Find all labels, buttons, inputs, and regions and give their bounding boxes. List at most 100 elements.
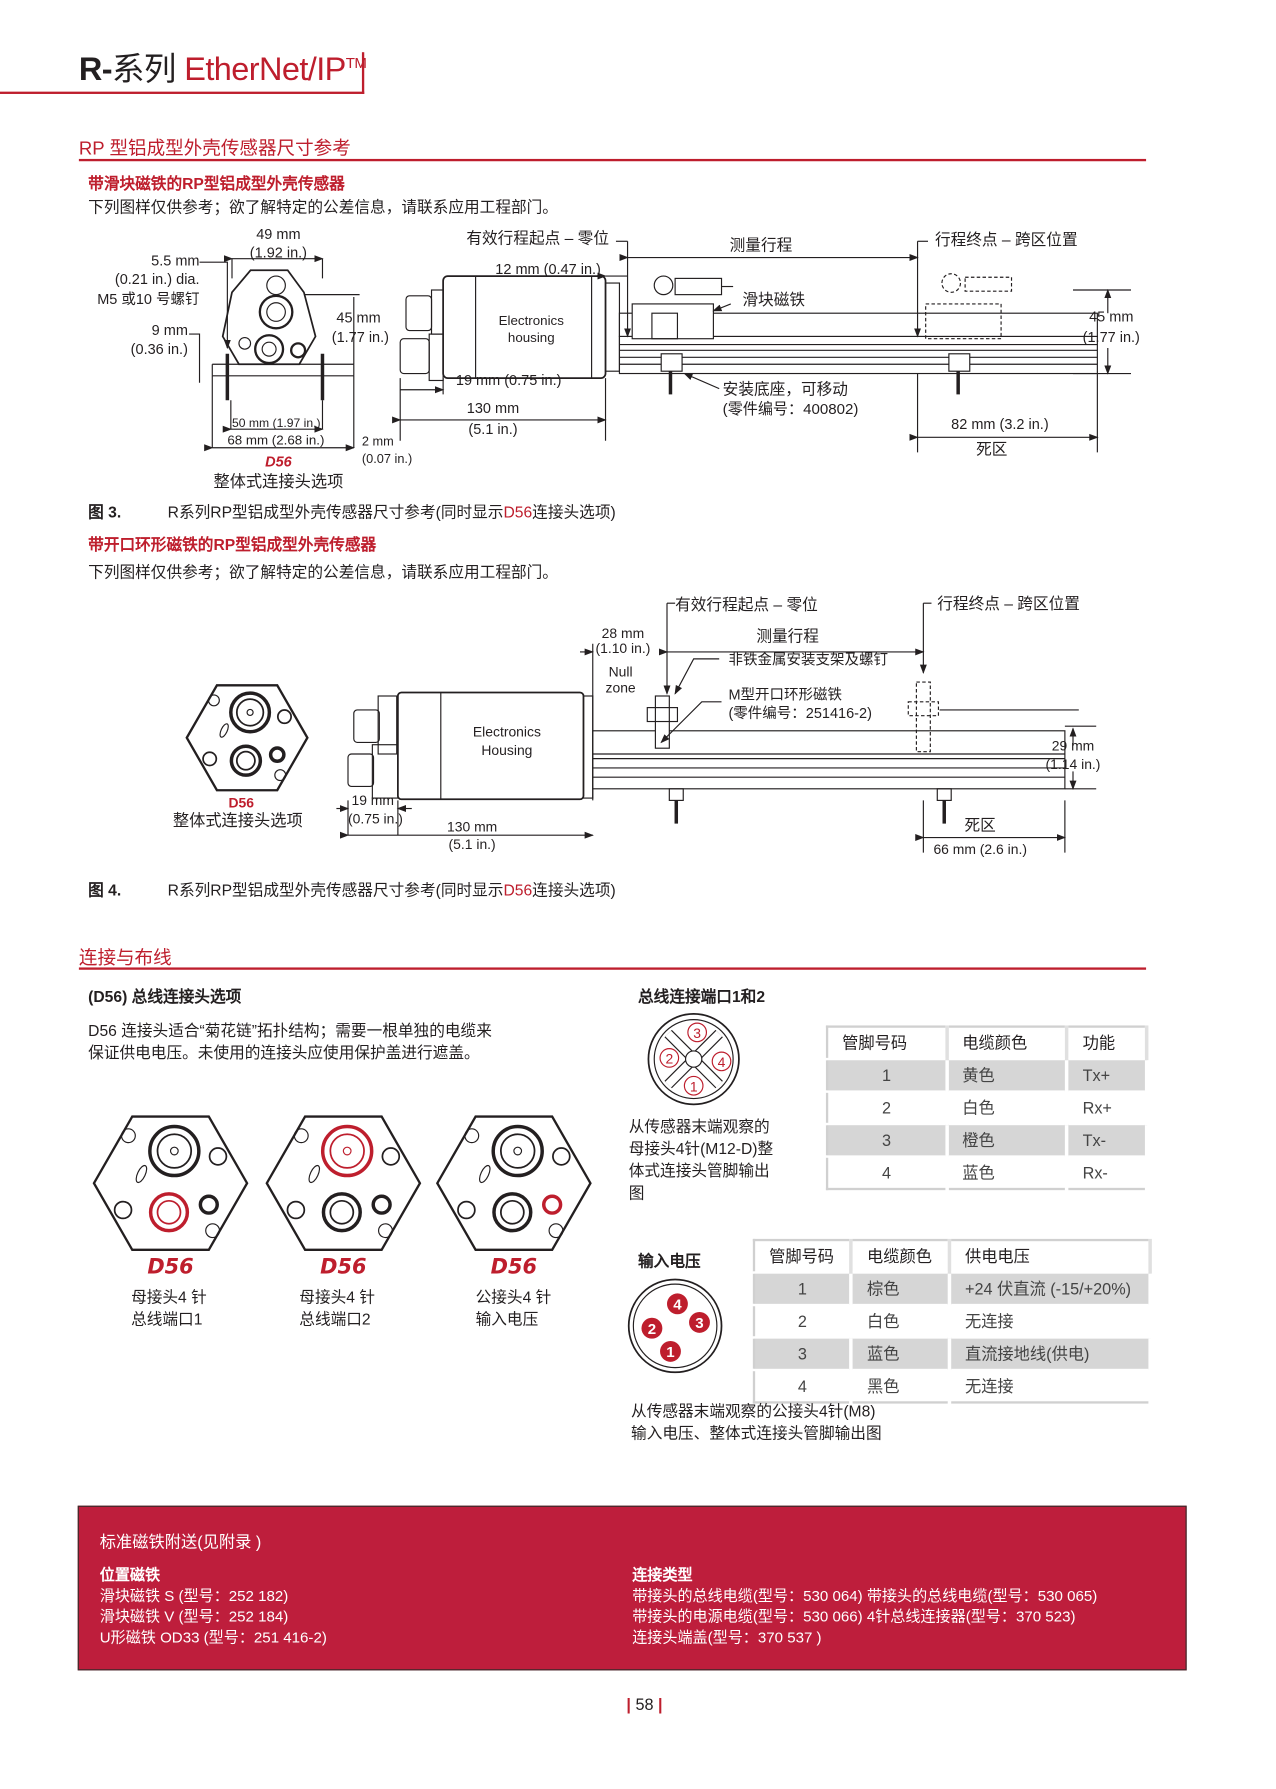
section-title-dimensions: RP 型铝成型外壳传感器尺寸参考 — [78, 139, 351, 159]
color-cell: 棕色 — [851, 1271, 952, 1305]
bus-pinout-diagram — [647, 1012, 740, 1106]
hex-housing — [92, 1115, 249, 1251]
m8-connector-icon — [541, 1194, 563, 1215]
connector-label-line: 母接头4 针 — [299, 1288, 375, 1307]
connector-label: 公接头4 针输入电压 — [476, 1286, 552, 1330]
pin-2-label: 2 — [665, 1051, 673, 1067]
housing-label: Electronics — [473, 724, 541, 740]
voltage-cell: 直流接地线(供电) — [949, 1336, 1152, 1370]
dim-label: 45 mm — [336, 310, 380, 326]
function-cell: Tx+ — [1066, 1057, 1149, 1092]
bus-connector-inner — [156, 1199, 182, 1225]
voltage-cell: +24 伏直流 (-15/+20%) — [949, 1271, 1152, 1305]
fig3-caption-tail: 连接头选项) — [532, 503, 616, 521]
fig3-caption-d56: D56 — [503, 503, 533, 521]
m12-connector-inner — [156, 1133, 193, 1169]
m12-connector-icon — [229, 691, 272, 734]
m12-connector-inner — [499, 1133, 536, 1169]
dim-label: 19 mm (0.75 in.) — [456, 373, 562, 389]
fig3-caption: 图 3.R系列RP型铝成型外壳传感器尺寸参考(同时显示D56连接头选项) — [88, 499, 616, 522]
bus-connector-inner — [235, 750, 256, 771]
housing-label: housing — [508, 330, 555, 345]
dim-label: 12 mm (0.47 in.) — [495, 262, 601, 278]
connector-face-power-input — [435, 1115, 592, 1251]
null-zone-label: Null — [609, 663, 633, 679]
housing-label: Housing — [481, 742, 532, 758]
fig3-note: 下列图样仅供参考；欲了解特定的公差信息，请联系应用工程部门。 — [88, 198, 558, 216]
page-number-value: 58 — [635, 1694, 654, 1714]
color-cell: 橙色 — [946, 1122, 1069, 1157]
col-header: 电缆颜色 — [851, 1240, 952, 1273]
page-header: R-系列 EtherNet/IPTM — [79, 44, 367, 90]
protocol-name: EtherNet/IP — [184, 51, 346, 87]
slot-icon — [219, 723, 229, 738]
connector-code: D56 — [320, 1255, 367, 1280]
connector-card: D56 — [285, 1255, 401, 1279]
fig4-end-view — [185, 684, 309, 792]
col-header: 供电电压 — [949, 1240, 1152, 1273]
table-header-row: 管脚号码电缆颜色功能 — [827, 1026, 1149, 1060]
measuring-stroke-label: 测量行程 — [756, 627, 819, 645]
col-header: 管脚号码 — [754, 1240, 854, 1273]
dim-label: (5.1 in.) — [468, 422, 517, 438]
m12-connector-center — [342, 1146, 352, 1156]
dim-label: 5.5 mm — [151, 254, 199, 270]
table-header-row: 管脚号码电缆颜色供电电压 — [754, 1240, 1152, 1273]
connector-card: D56 — [113, 1255, 229, 1279]
connection-item: 连接头端盖(型号：370 537 ) — [632, 1628, 822, 1647]
bus-connector-icon — [492, 1192, 533, 1233]
connector-label-line: 总线端口1 — [131, 1310, 203, 1329]
dim-label: (0.75 in.) — [348, 811, 403, 827]
m12-connector-center — [513, 1146, 523, 1156]
col-header: 功能 — [1066, 1026, 1149, 1060]
m12-connector-icon — [148, 1124, 201, 1178]
color-cell: 白色 — [851, 1303, 952, 1338]
magnet-item: U形磁铁 OD33 (型号：251 416-2) — [99, 1628, 327, 1647]
infobox-title: 标准磁铁附送(见附录 ) — [99, 1532, 262, 1551]
stroke-start-label: 有效行程起点 – 零位 — [466, 230, 609, 248]
screw-icon — [205, 1223, 221, 1239]
bus-connector-icon — [321, 1192, 362, 1233]
dim-label: 82 mm (3.2 in.) — [951, 417, 1049, 433]
dim-label: (0.07 in.) — [362, 451, 412, 466]
dim-label: (1.92 in.) — [250, 246, 307, 262]
m12-connector-center — [246, 708, 254, 717]
section-rule — [78, 158, 1147, 161]
power-pinout-desc: 从传感器末端观察的公接头4针(M8) 输入电压、整体式连接头管脚输出图 — [631, 1400, 882, 1444]
pin-1-label: 1 — [666, 1344, 674, 1361]
stroke-start-label: 有效行程起点 – 零位 — [675, 596, 818, 614]
d56-label: D56 — [265, 454, 293, 470]
bus-desc-line: 从传感器末端观察的 — [628, 1118, 770, 1136]
hex-housing — [185, 684, 309, 792]
dim-label: 50 mm (1.97 in.) — [232, 416, 321, 430]
slot-icon — [308, 1164, 321, 1184]
connector-card: D56 — [456, 1255, 572, 1279]
magnet-info-box: 标准磁铁附送(见附录 ) 位置磁铁 滑块磁铁 S (型号：252 182) 滑块… — [77, 1505, 1187, 1671]
m8-connector-icon — [268, 746, 286, 764]
m12-connector-icon — [320, 1124, 374, 1178]
fig4-caption-tail: 连接头选项) — [532, 881, 616, 899]
dim-label: (1.14 in.) — [1046, 756, 1101, 772]
power-pin-labels: 4 2 3 1 — [641, 1293, 710, 1362]
pin-cell: 1 — [827, 1057, 949, 1092]
magnet-item: 滑块磁铁 V (型号：252 184) — [99, 1607, 289, 1626]
power-pinout-diagram — [627, 1278, 723, 1374]
mount-hole-icon — [381, 1147, 401, 1166]
fig3-subtitle: 带滑块磁铁的RP型铝成型外壳传感器 — [88, 175, 345, 193]
fig3-side-view — [392, 240, 1131, 453]
connection-types-heading: 连接类型 — [632, 1566, 693, 1584]
bus-connector-inner — [499, 1199, 525, 1225]
slot-icon — [479, 1164, 491, 1184]
connector-code: D56 — [147, 1255, 194, 1280]
fig4-note: 下列图样仅供参考；欲了解特定的公差信息，请联系应用工程部门。 — [88, 563, 558, 582]
d56-title: (D56) 总线连接头选项 — [88, 988, 242, 1006]
pin-cell: 2 — [754, 1303, 854, 1338]
mounting-base-part: (零件编号：400802) — [723, 401, 859, 418]
